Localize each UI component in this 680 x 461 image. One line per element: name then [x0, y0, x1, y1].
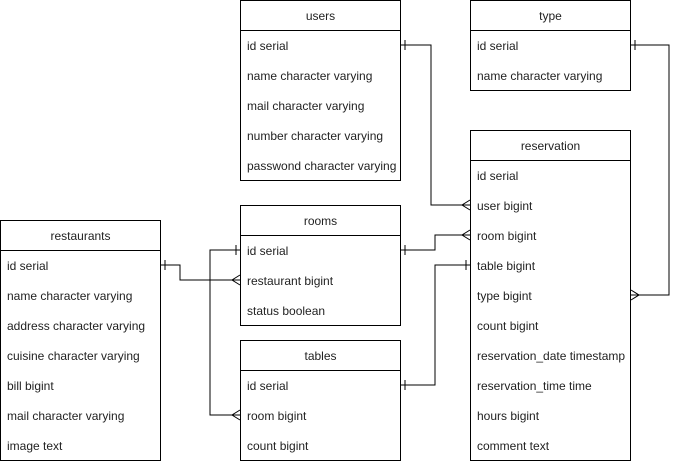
field-id: id serial [477, 39, 519, 53]
entity-title: type [471, 1, 630, 31]
field-count: count bigint [477, 319, 539, 333]
entity-reservation[interactable]: reservation id serial user bigint room b… [470, 130, 631, 461]
field-name: name character varying [247, 69, 373, 83]
field-password: passwond character varying [247, 159, 397, 173]
entity-type[interactable]: type id serial name character varying [470, 0, 631, 91]
field-id: id serial [7, 259, 49, 273]
rel-rooms-reservation [401, 234, 470, 251]
rel-restaurants-rooms [161, 264, 240, 281]
field-hours: hours bigint [477, 409, 540, 423]
entity-users[interactable]: users id serial name character varying m… [240, 0, 401, 181]
field-comment: comment text [477, 439, 550, 453]
field-id: id serial [477, 169, 519, 183]
field-address: address character varying [7, 319, 146, 333]
rel-type-reservation [631, 44, 670, 296]
field-count: count bigint [247, 439, 309, 453]
field-mail: mail character varying [247, 99, 365, 113]
many-marker [461, 199, 471, 211]
rel-users-reservation [401, 44, 470, 206]
many-marker [231, 274, 241, 286]
field-restaurant: restaurant bigint [247, 274, 334, 288]
entity-title: rooms [241, 206, 400, 236]
field-name: name character varying [477, 69, 603, 83]
many-marker [630, 289, 640, 301]
field-reservation-date: reservation_date timestamp [477, 349, 626, 363]
entity-title: restaurants [1, 221, 160, 251]
field-bill: bill bigint [7, 379, 54, 393]
field-number: number character varying [247, 129, 384, 143]
entity-restaurants[interactable]: restaurants id serial name character var… [0, 220, 161, 461]
many-marker [461, 229, 471, 241]
rel-rooms-tables [209, 249, 240, 416]
entity-rooms[interactable]: rooms id serial restaurant bigint status… [240, 205, 401, 326]
field-reservation-time: reservation_time time [477, 379, 592, 393]
field-user: user bigint [477, 199, 533, 213]
field-room: room bigint [247, 409, 307, 423]
field-mail: mail character varying [7, 409, 125, 423]
field-name: name character varying [7, 289, 133, 303]
field-type: type bigint [477, 289, 532, 303]
entity-title: reservation [471, 131, 630, 161]
field-room: room bigint [477, 229, 537, 243]
many-marker [231, 409, 241, 421]
field-id: id serial [247, 379, 289, 393]
entity-title: users [241, 1, 400, 31]
field-id: id serial [247, 244, 289, 258]
field-image: image text [7, 439, 63, 453]
field-cuisine: cuisine character varying [7, 349, 140, 363]
rel-tables-reservation [401, 264, 470, 386]
field-status: status boolean [247, 304, 326, 318]
entity-tables[interactable]: tables id serial room bigint count bigin… [240, 340, 401, 461]
field-id: id serial [247, 39, 289, 53]
entity-title: tables [241, 341, 400, 371]
field-table: table bigint [477, 259, 536, 273]
